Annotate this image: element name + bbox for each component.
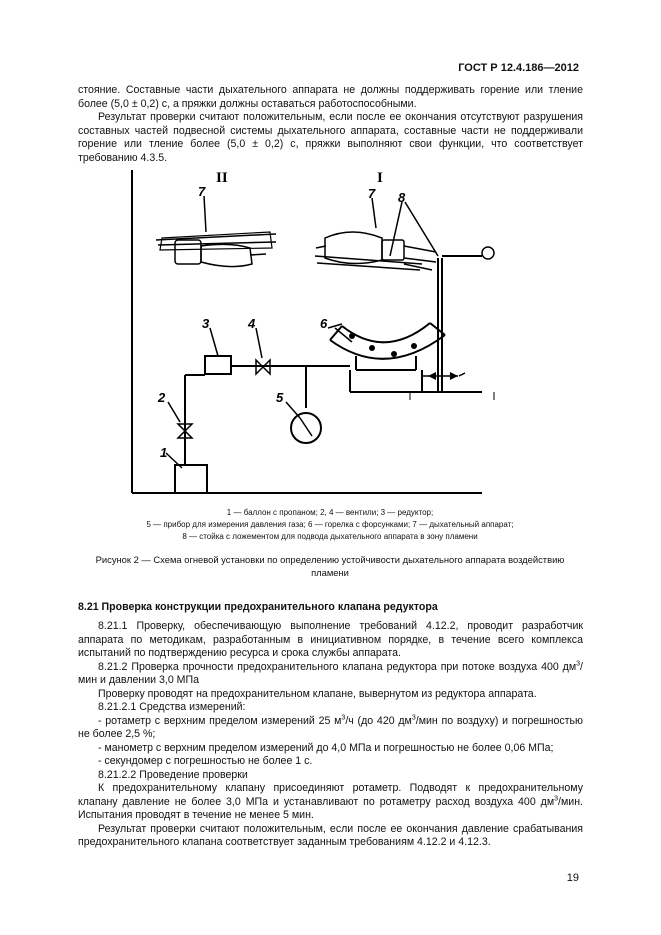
list-item: - ротаметр с верхним пределом измерений … — [78, 713, 583, 740]
label-roman-2: II — [216, 170, 228, 186]
legend-line: 8 — стойка с ложементом для подвода дыха… — [182, 532, 478, 541]
figure-legend: 1 — баллон с пропаном; 2, 4 — вентили; 3… — [80, 507, 580, 543]
label-5: 5 — [276, 390, 284, 405]
paragraph: 8.21.2.2 Проведение проверки — [98, 768, 248, 781]
legend-line: 5 — прибор для измерения давления газа; … — [146, 520, 514, 529]
paragraph: Проверку проводят на предохранительном к… — [98, 687, 537, 700]
label-2: 2 — [157, 390, 166, 405]
paragraph: Результат проверки считают положительным… — [78, 111, 583, 164]
paragraph: 8.21.1 Проверку, обеспечивающую выполнен… — [78, 620, 583, 659]
paragraph: К предохранительному клапану присоединяю… — [78, 782, 583, 821]
label-8: 8 — [398, 190, 406, 205]
label-roman-1: I — [377, 170, 383, 186]
label-6: 6 — [320, 316, 328, 331]
document-header: ГОСТ Р 12.4.186—2012 — [458, 62, 579, 74]
paragraph: стояние. Составные части дыхательного ап… — [78, 84, 583, 110]
top-text: стояние. Составные части дыхательного ап… — [78, 84, 583, 165]
paragraph: 8.21.2.1 Средства измерений: — [98, 701, 246, 713]
paragraph: 8.21.2 Проверка прочности предохранитель… — [78, 659, 583, 686]
list-item: - секундомер с погрешностью не более 1 с… — [98, 755, 313, 767]
list-item: - манометр с верхним пределом измерений … — [98, 741, 554, 754]
label-7-right: 7 — [368, 186, 376, 201]
section-body: 8.21.1 Проверку, обеспечивающую выполнен… — [78, 620, 583, 850]
section-heading: 8.21 Проверка конструкции предохранитель… — [78, 601, 438, 613]
legend-line: 1 — баллон с пропаном; 2, 4 — вентили; 3… — [226, 508, 434, 517]
page-number: 19 — [566, 872, 579, 884]
label-7-left: 7 — [198, 184, 206, 199]
label-4: 4 — [247, 316, 256, 331]
figure-caption: Рисунок 2 — Схема огневой установки по о… — [95, 554, 565, 578]
label-3: 3 — [202, 316, 210, 331]
paragraph: Результат проверки считают положительным… — [78, 822, 583, 849]
label-1: 1 — [160, 445, 167, 460]
fire-test-diagram: II I 1 2 3 4 5 6 7 7 8 — [131, 170, 495, 494]
